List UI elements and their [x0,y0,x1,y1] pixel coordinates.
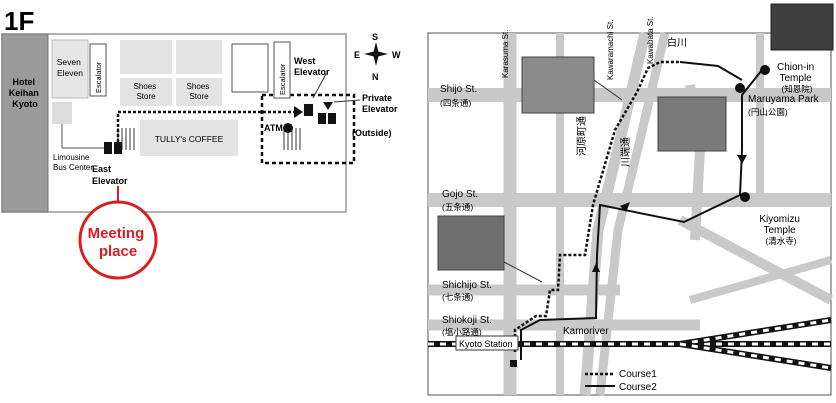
room-block [231,43,269,93]
kamoriver-label: Kamoriver [563,326,609,337]
outside-area [260,93,356,165]
east-elevator-car [114,142,122,154]
course2-route [679,61,743,81]
route-arrow-icon [620,202,630,212]
route-map: Karasuma St. Kawaramachi St. Kawabata St… [427,3,834,396]
svg-text:S: S [372,32,378,42]
photo-temple-night [770,3,834,51]
street-network [428,31,834,396]
kawabata-jp-label: 川端通 [619,137,632,167]
seven-eleven-label: Seven Eleven [57,57,84,78]
shichijo-jp-label: (七条通) [442,292,473,302]
meeting-place-bubble [78,200,158,280]
shichijo-label: Shichijo St. [442,280,492,291]
shop-block [176,40,222,74]
down-arrow-icon [323,102,333,110]
photo-canal [657,96,727,152]
chionin-marker-icon [760,65,770,75]
escalator-left-label: Escalator [94,61,103,93]
shop-block [120,40,172,74]
route-arrow-icon [592,263,600,272]
kyoto-station-label: Kyoto Station [459,339,513,349]
kawaramachi-jp-label: 河原町通 [576,116,588,156]
legend-course1: Course1 [619,369,657,380]
shiokoji-label: Shiokoji St. [442,315,492,326]
svg-text:N: N [372,72,379,82]
path-arrow-icon [294,106,303,118]
compass-icon: S N E W [354,32,401,82]
shiokoji-jp-label: (塩小路通) [442,327,482,337]
photo-restaurant [437,215,505,271]
private-elevator-car [318,113,326,124]
photo-street [521,56,595,114]
maruyama-label: Maruyama Park (円山公園) [748,94,821,117]
limousine-label: Limousine Bus Center [53,153,93,172]
east-elevator-car [104,142,112,154]
chionin-label: Chion-in Temple (知恩院) [777,62,817,94]
shijo-jp-label: (四条通) [440,98,471,108]
svg-text:E: E [354,50,360,60]
escalator-right-label: Escalator [278,63,287,95]
gojo-label: Gojo St. [442,189,478,200]
east-elevator-label: East Elevator [92,164,128,186]
private-elevator-car [328,113,336,124]
hotel-block [1,33,49,213]
shoes-store-1-label: Shoes Store [134,82,159,101]
outside-label: (Outside) [352,128,392,138]
legend: Course1 Course2 [585,369,657,393]
meeting-place-label: Meeting place [88,225,149,260]
shoes-store-2 [176,78,222,106]
hotel-label: Hotel Keihan Kyoto [9,77,42,109]
escalator-left [89,43,107,97]
escalator-right [273,41,291,99]
shoes-store-2-label: Shoes Store [187,82,212,101]
floor-map: 1F Hotel Keihan Kyoto Seven Eleven Escal… [1,6,401,280]
shoes-store-1 [120,78,172,106]
pillar [52,102,72,124]
west-elevator-car [304,104,313,116]
floor-label: 1F [4,6,34,36]
kiyomizu-marker-icon [740,192,750,202]
tullys-label: TULLY's COFFEE [155,134,224,144]
course2-route [520,69,763,360]
atm-label: ATM [264,123,283,133]
private-elevator-label: Private Elevator [362,93,398,114]
atm-marker-icon [283,123,293,133]
shijo-label: Shijo St. [440,84,477,95]
legend-course2: Course2 [619,382,657,393]
kiyomizu-label: Kiyomizu Temple (清水寺) [759,214,802,246]
station-marker-icon [510,360,517,367]
gojo-jp-label: (五条通) [442,202,473,212]
west-elevator-label: West Elevator [294,56,330,77]
karasuma-label: Karasuma St. [501,30,510,78]
maruyama-marker-icon [735,83,745,93]
svg-text:W: W [392,50,401,60]
walking-path [116,110,300,142]
seven-eleven [51,39,89,99]
shirakawa-label: 白川 [667,36,687,49]
route-arrow-icon [737,155,747,164]
tullys-coffee [140,120,238,156]
kawaramachi-label: Kawaramachi St. [606,20,615,80]
course1-route [513,60,680,352]
kyoto-station-box [455,335,519,351]
kawabata-label: Kawabata St. [646,16,655,64]
